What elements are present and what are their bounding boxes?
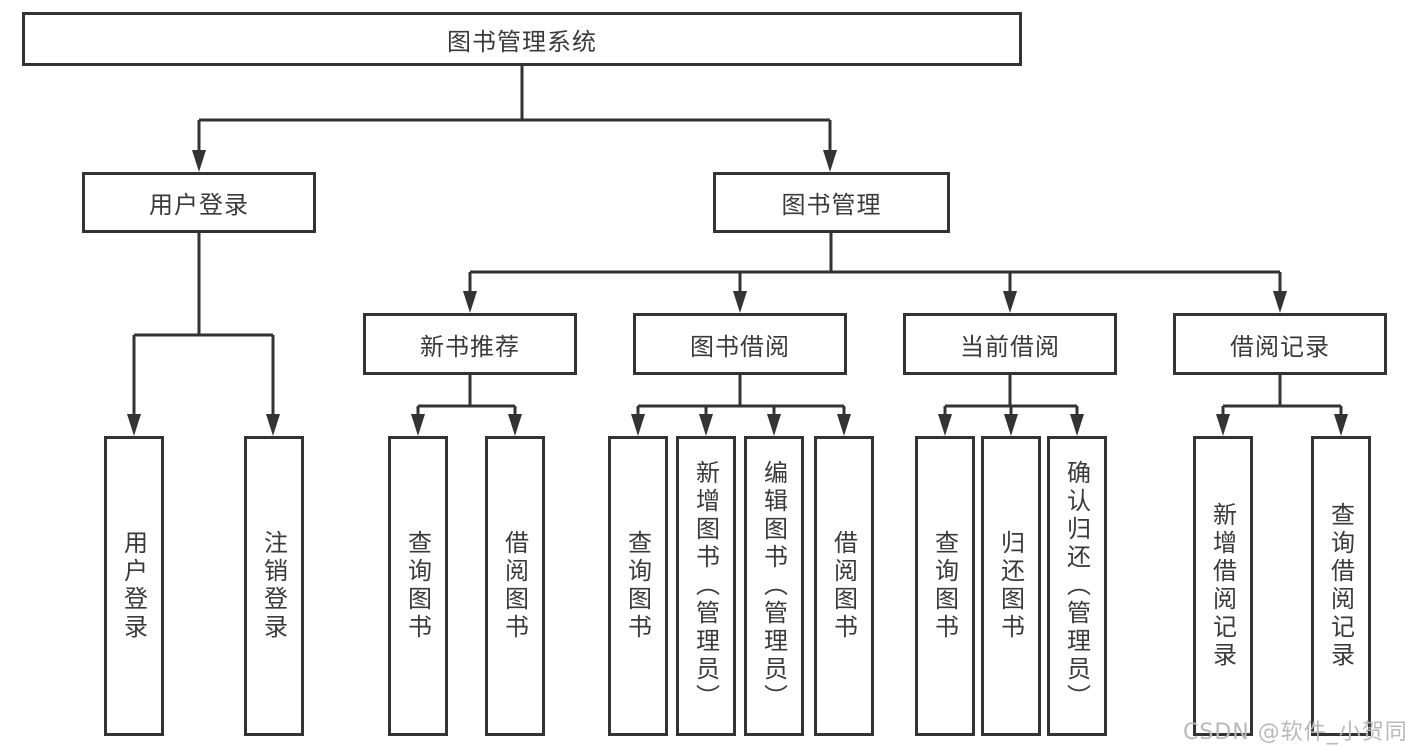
node-user-login: 用户登录 — [82, 172, 316, 233]
arrowhead — [938, 414, 952, 436]
arrowhead — [508, 414, 522, 436]
node-book-borrow: 图书借阅 — [633, 313, 847, 375]
leaf-label: 查询图书 — [930, 530, 959, 642]
node-label: 新书推荐 — [420, 332, 520, 361]
leaf-label: 借阅图书 — [829, 530, 858, 642]
leaf-label: 归还图书 — [996, 530, 1025, 642]
leaf-label: 用户登录 — [119, 530, 148, 642]
arrowhead — [127, 414, 141, 436]
leaf-query-book-borrow: 查询图书 — [608, 436, 668, 736]
arrowhead — [463, 291, 477, 313]
csdn-watermark: CSDN @软件_小贺同学 — [1183, 720, 1405, 745]
arrowhead — [1334, 414, 1348, 436]
arrowhead — [1273, 291, 1287, 313]
arrowhead — [1070, 414, 1084, 436]
leaf-label: 编辑图书（管理员） — [759, 460, 788, 712]
node-label: 用户登录 — [149, 191, 249, 219]
node-label: 当前借阅 — [960, 332, 1060, 361]
leaf-label: 新增借阅记录 — [1208, 502, 1237, 670]
leaf-query-book-current: 查询图书 — [915, 436, 975, 736]
node-label: 借阅记录 — [1230, 332, 1330, 361]
node-root-system: 图书管理系统 — [22, 12, 1022, 66]
leaf-logout: 注销登录 — [244, 436, 304, 736]
leaf-confirm-return-admin: 确认归还（管理员） — [1047, 436, 1107, 736]
connector-paths — [132, 66, 1343, 416]
node-new-book-recommend: 新书推荐 — [363, 313, 577, 375]
leaf-add-borrow-record: 新增借阅记录 — [1193, 436, 1253, 736]
arrowhead — [823, 150, 837, 172]
leaf-borrow-book-recommend: 借阅图书 — [485, 436, 545, 736]
arrowhead — [767, 414, 781, 436]
node-borrow-records: 借阅记录 — [1173, 313, 1387, 375]
node-label: 图书管理系统 — [447, 27, 597, 56]
arrowhead — [631, 414, 645, 436]
arrowhead — [1003, 291, 1017, 313]
connector-line-group — [132, 66, 1343, 416]
arrowhead — [192, 150, 206, 172]
arrowhead — [733, 291, 747, 313]
arrowhead — [1216, 414, 1230, 436]
leaf-query-borrow-record: 查询借阅记录 — [1311, 436, 1371, 736]
leaf-label: 新增图书（管理员） — [691, 460, 720, 712]
leaf-label: 借阅图书 — [500, 530, 529, 642]
leaf-edit-book-admin: 编辑图书（管理员） — [744, 436, 804, 736]
arrowhead — [1004, 414, 1018, 436]
leaf-user-login: 用户登录 — [104, 436, 164, 736]
leaf-label: 注销登录 — [259, 530, 288, 642]
node-label: 图书管理 — [781, 191, 882, 219]
leaf-query-book-recommend: 查询图书 — [388, 436, 448, 736]
arrowhead — [411, 414, 425, 436]
leaf-label: 查询图书 — [623, 530, 652, 642]
leaf-label: 查询图书 — [403, 530, 432, 642]
arrowhead — [266, 414, 280, 436]
node-current-borrow: 当前借阅 — [903, 313, 1117, 375]
arrowhead-group — [127, 150, 1348, 436]
leaf-borrow-book: 借阅图书 — [814, 436, 874, 736]
arrowhead — [837, 414, 851, 436]
leaf-label: 确认归还（管理员） — [1062, 460, 1091, 712]
leaf-return-book: 归还图书 — [981, 436, 1041, 736]
node-book-management: 图书管理 — [713, 172, 950, 233]
arrowhead — [699, 414, 713, 436]
node-label: 图书借阅 — [690, 332, 790, 361]
leaf-label: 查询借阅记录 — [1326, 502, 1355, 670]
leaf-add-book-admin: 新增图书（管理员） — [676, 436, 736, 736]
